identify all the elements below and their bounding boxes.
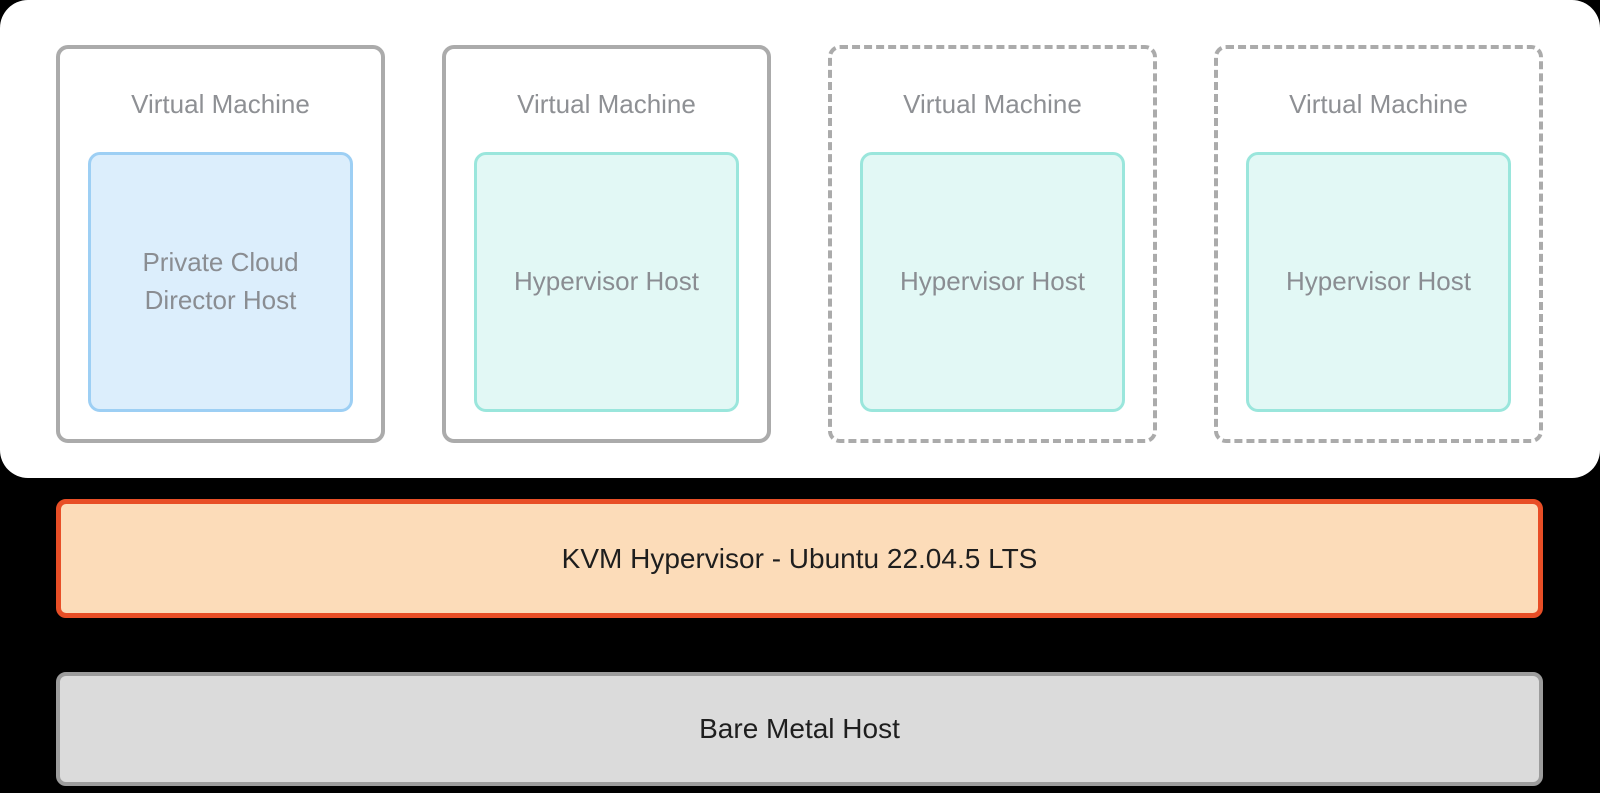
vm-title: Virtual Machine <box>517 89 696 119</box>
bare-metal-host-label: Bare Metal Host <box>699 713 900 744</box>
kvm-hypervisor-layer-bar: KVM Hypervisor - Ubuntu 22.04.5 LTS <box>56 499 1543 618</box>
vm-title: Virtual Machine <box>903 89 1082 119</box>
hypervisor-host-box: Hypervisor Host <box>860 152 1125 412</box>
vm-box-private-cloud-director: Virtual Machine Private Cloud Director H… <box>56 45 385 443</box>
vm-title: Virtual Machine <box>1289 89 1468 119</box>
kvm-hypervisor-label: KVM Hypervisor - Ubuntu 22.04.5 LTS <box>561 542 1038 574</box>
vm-layer-panel: Virtual Machine Private Cloud Director H… <box>0 0 1600 478</box>
hypervisor-host-box: Hypervisor Host <box>1246 152 1511 412</box>
host-label: Hypervisor Host <box>900 266 1085 297</box>
hypervisor-host-box: Hypervisor Host <box>474 152 739 412</box>
vm-box-hypervisor-2: Virtual Machine Hypervisor Host <box>828 45 1157 443</box>
host-label: Hypervisor Host <box>514 266 699 297</box>
vm-title: Virtual Machine <box>131 89 310 119</box>
private-cloud-director-host-box: Private Cloud Director Host <box>88 152 353 412</box>
host-label: Private Cloud Director Host <box>142 247 299 315</box>
bare-metal-host-layer-bar: Bare Metal Host <box>56 672 1543 786</box>
host-label: Hypervisor Host <box>1286 266 1471 297</box>
vm-box-hypervisor-3: Virtual Machine Hypervisor Host <box>1214 45 1543 443</box>
vm-box-hypervisor-1: Virtual Machine Hypervisor Host <box>442 45 771 443</box>
